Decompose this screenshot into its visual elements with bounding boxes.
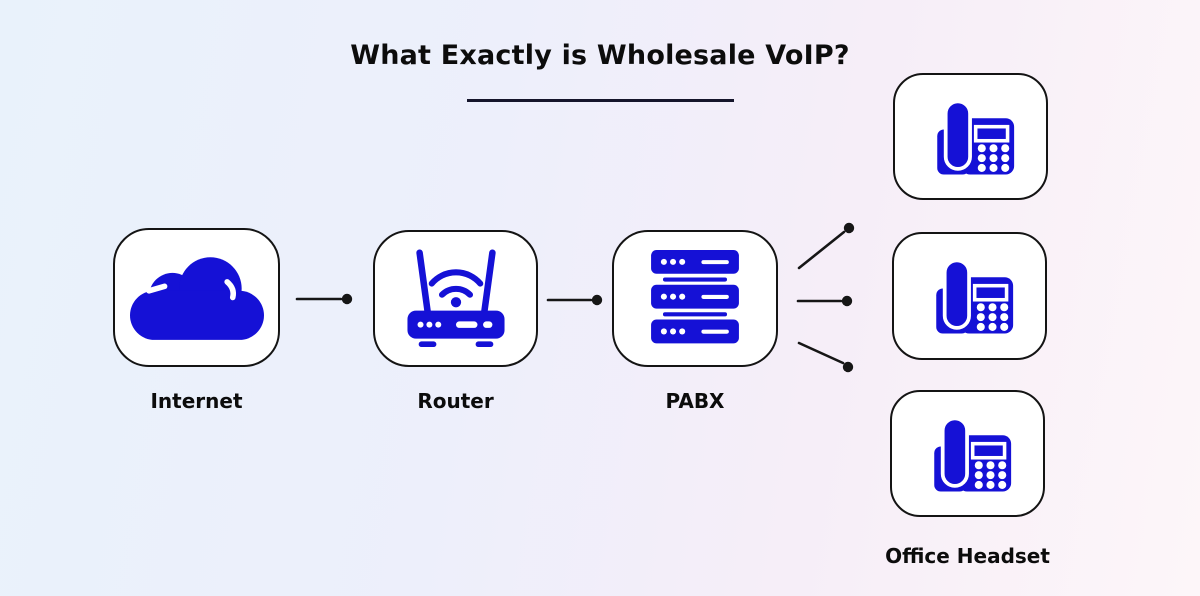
router-icon <box>406 249 505 348</box>
office-headset-node-box-3 <box>890 390 1045 517</box>
connector-pabx-phone-2 <box>796 295 853 307</box>
title-underline <box>467 99 734 102</box>
router-node-box <box>373 230 538 367</box>
router-label: Router <box>417 389 494 413</box>
connector-pabx-phone-3 <box>797 341 854 373</box>
office-headset-label: Office Headset <box>885 544 1050 568</box>
internet-label: Internet <box>150 389 243 413</box>
diagram-title: What Exactly is Wholesale VoIP? <box>350 40 850 71</box>
desk-phone-icon <box>936 99 1014 174</box>
pabx-node-box <box>612 230 778 367</box>
desk-phone-icon <box>933 416 1011 491</box>
office-headset-node-box-1 <box>893 73 1048 200</box>
cloud-icon <box>129 257 264 340</box>
pabx-label: PABX <box>665 389 725 413</box>
internet-node-box <box>113 228 280 367</box>
server-stack-icon <box>651 250 739 344</box>
office-headset-node-box-2 <box>892 232 1047 360</box>
desk-phone-icon <box>935 258 1013 334</box>
connector-router-pabx <box>546 294 603 306</box>
connector-pabx-phone-1 <box>797 222 855 270</box>
connector-internet-router <box>295 293 353 305</box>
